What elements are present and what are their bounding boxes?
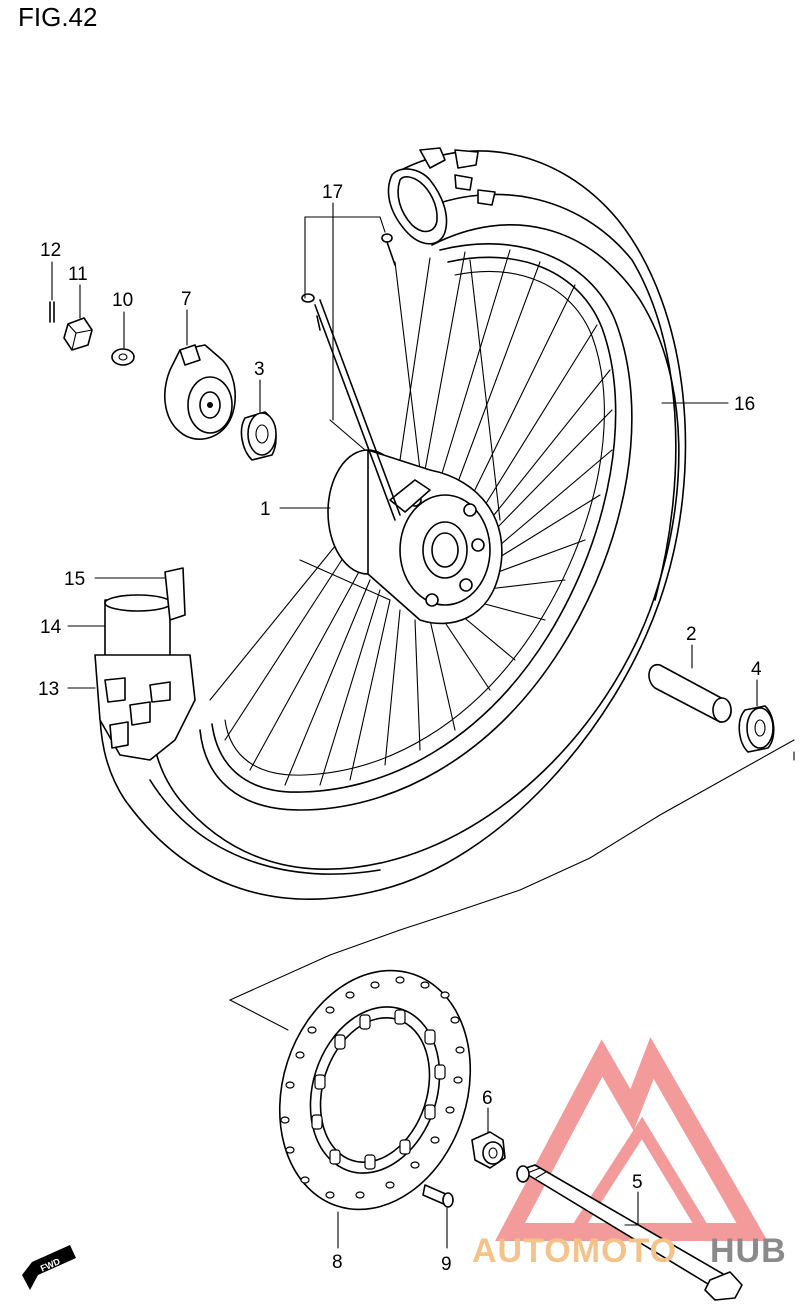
assembly-frame [228, 739, 795, 1031]
callout-16: 16 [734, 394, 755, 415]
figure-title: FIG.42 [18, 2, 97, 32]
callout-12: 12 [40, 240, 61, 261]
callout-10: 10 [112, 290, 133, 311]
callout-1: 1 [260, 499, 271, 520]
callout-15: 15 [64, 569, 85, 590]
callout-5: 5 [632, 1172, 643, 1193]
callout-3: 3 [254, 359, 265, 380]
callout-11: 11 [68, 264, 88, 285]
bearing-right [738, 705, 775, 753]
callout-13: 13 [38, 679, 59, 700]
disc-holes [280, 976, 465, 1199]
callout-6: 6 [482, 1088, 493, 1109]
watermark-logo [495, 1037, 768, 1241]
bearing-left [240, 411, 277, 461]
leader-lines [51, 202, 758, 1249]
callout-2: 2 [686, 624, 697, 645]
callout-17: 17 [322, 182, 343, 203]
watermark-text: AUTOMOTO HUB [472, 1232, 787, 1270]
fwd-badge: FWD [22, 1245, 76, 1290]
disc-bolt [422, 1184, 454, 1208]
disc-mount-slots [311, 1009, 446, 1170]
rim-lock-top [387, 147, 496, 245]
speedometer-gearbox [164, 344, 236, 440]
callout-labels: 1 2 3 4 5 6 7 8 9 10 11 12 13 14 15 16 1… [38, 182, 762, 1275]
callout-4: 4 [751, 659, 762, 680]
small-fasteners [49, 301, 135, 366]
callout-14: 14 [40, 617, 62, 638]
brake-disc [278, 969, 472, 1211]
spacer [648, 663, 732, 723]
hub [327, 449, 503, 625]
callout-7: 7 [181, 289, 192, 310]
callout-8: 8 [332, 1252, 343, 1273]
rim-band [94, 567, 196, 761]
watermark-triangle [495, 1037, 768, 1241]
callout-9: 9 [441, 1254, 452, 1275]
watermark-text-part2: HUB [710, 1232, 787, 1270]
rim [199, 243, 633, 811]
axle [516, 1164, 743, 1301]
watermark-text-part1: AUTOMOTO [472, 1232, 677, 1270]
axle-nut [471, 1131, 506, 1169]
